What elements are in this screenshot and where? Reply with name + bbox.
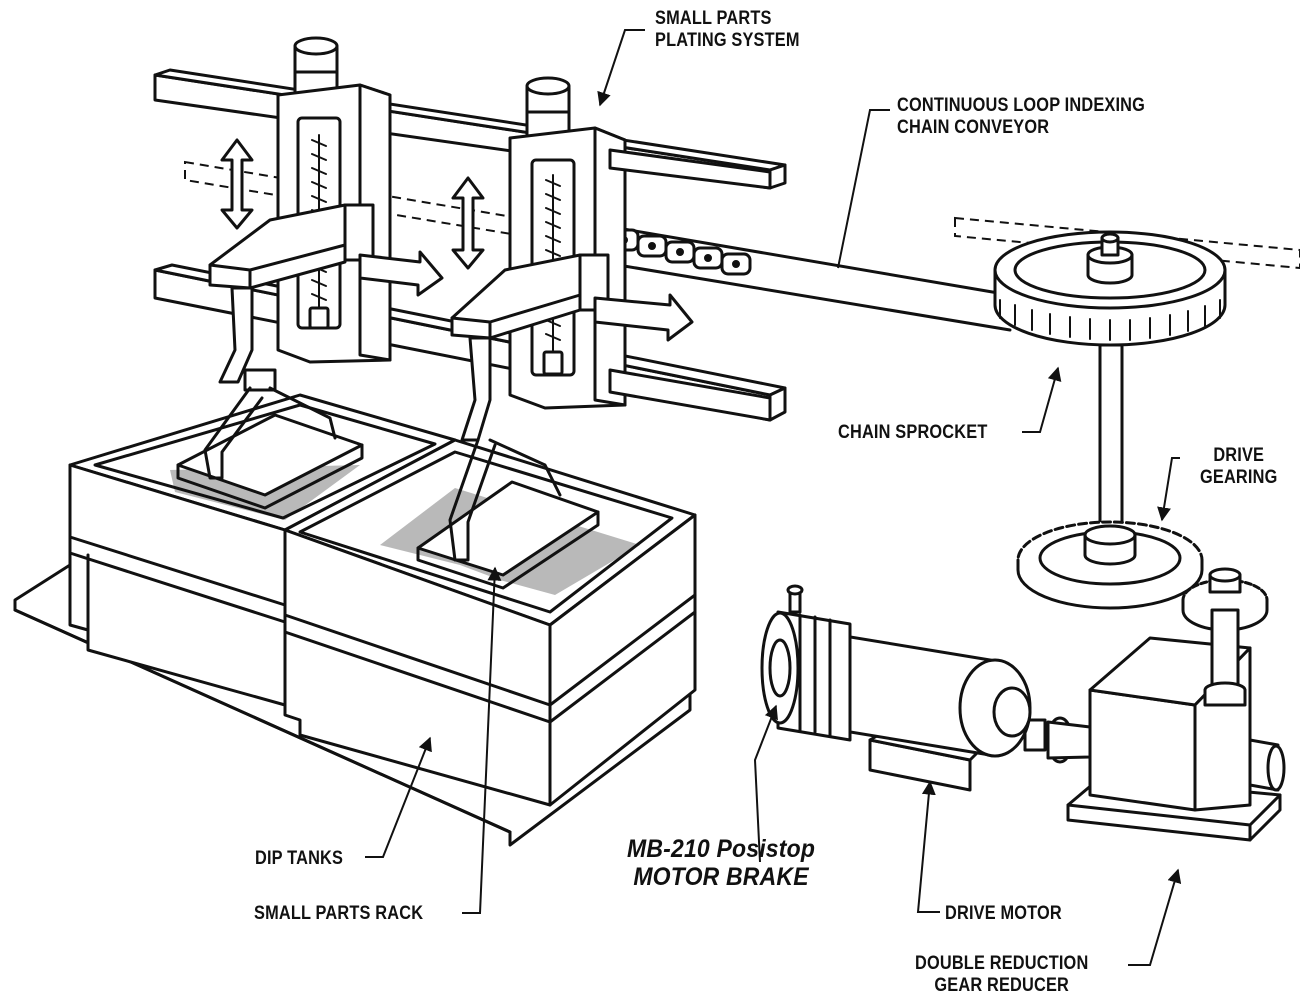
label-small-parts-rack: SMALL PARTS RACK	[254, 903, 423, 925]
label-line: DRIVE	[1213, 445, 1265, 466]
label-drive-gearing: DRIVE GEARING	[1200, 445, 1277, 489]
small-parts-rack-right	[416, 438, 600, 590]
gear-reducer	[1066, 608, 1286, 842]
drive-motor	[760, 584, 1092, 792]
label-small-parts-plating-system: SMALL PARTS PLATING SYSTEM	[655, 8, 800, 52]
rail-ends	[608, 148, 772, 422]
label-motor-brake: MB-210 Posistop MOTOR BRAKE	[627, 835, 815, 891]
label-gear-reducer: DOUBLE REDUCTION GEAR REDUCER	[915, 953, 1088, 997]
label-line: CONTINUOUS LOOP INDEXING	[897, 95, 1146, 116]
label-chain-conveyor: CONTINUOUS LOOP INDEXING CHAIN CONVEYOR	[897, 95, 1145, 139]
label-line: CHAIN SPROCKET	[838, 422, 988, 443]
label-line: DRIVE MOTOR	[945, 903, 1062, 924]
small-parts-rack-left	[176, 368, 364, 510]
drive-shaft	[1098, 343, 1124, 542]
label-drive-motor: DRIVE MOTOR	[945, 903, 1062, 925]
label-line: CHAIN CONVEYOR	[897, 117, 1050, 138]
label-line: DIP TANKS	[255, 848, 344, 869]
label-line: SMALL PARTS	[655, 8, 772, 29]
chain-sprocket	[993, 230, 1227, 347]
label-chain-sprocket: CHAIN SPROCKET	[838, 422, 987, 444]
label-line: GEARING	[1200, 467, 1278, 488]
label-line: DOUBLE REDUCTION	[915, 953, 1089, 974]
label-line: MB-210 Posistop	[627, 835, 816, 863]
label-line: SMALL PARTS RACK	[254, 903, 424, 924]
carriage-left	[208, 36, 392, 384]
motion-arrows	[220, 138, 694, 342]
label-line: MOTOR BRAKE	[633, 863, 809, 891]
leader-lines	[365, 29, 1182, 966]
label-line: PLATING SYSTEM	[655, 30, 800, 51]
label-line: GEAR REDUCER	[934, 975, 1070, 996]
label-dip-tanks: DIP TANKS	[255, 848, 343, 870]
